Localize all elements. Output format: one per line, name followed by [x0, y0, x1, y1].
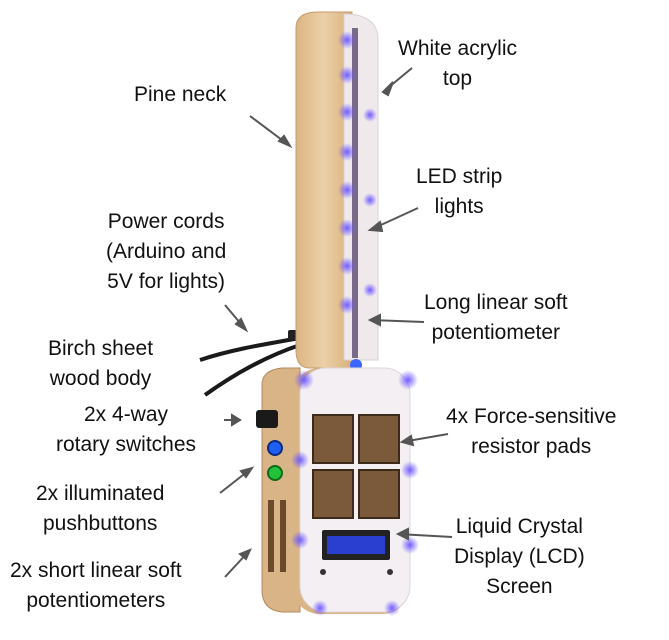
pushbuttons: [267, 440, 283, 481]
label-long-pot: Long linear soft potentiometer: [424, 291, 568, 344]
label-pine-neck: Pine neck: [134, 83, 227, 106]
lcd-screen: [320, 530, 393, 575]
label-white-acrylic-top: White acrylic top: [398, 37, 518, 90]
rotary-switch: [256, 410, 278, 428]
label-fsr-pads: 4x Force-sensitive resistor pads: [446, 405, 617, 458]
label-pushbuttons: 2x illuminated pushbuttons: [36, 482, 165, 535]
label-birch-body: Birch sheet wood body: [48, 337, 154, 390]
led-strip: [338, 28, 377, 371]
label-lcd: Liquid Crystal Display (LCD) Screen: [454, 515, 585, 598]
label-led-strip: LED strip lights: [416, 165, 503, 218]
fsr-pads: [312, 414, 400, 519]
label-short-pots: 2x short linear soft potentiometers: [10, 559, 182, 612]
label-power-cords: Power cords (Arduino and 5V for lights): [106, 210, 227, 293]
pointer-arrows: [219, 67, 453, 578]
short-pots: [268, 500, 286, 572]
label-rotary-switches: 2x 4-way rotary switches: [56, 403, 197, 456]
